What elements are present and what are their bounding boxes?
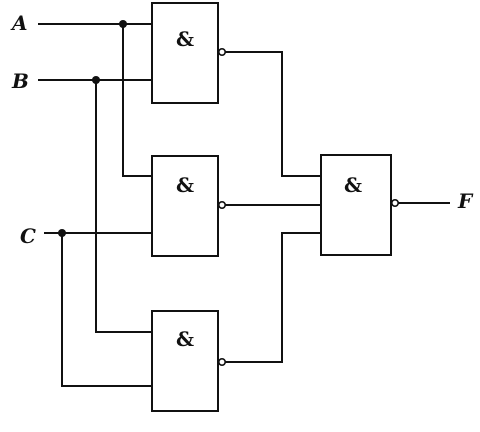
input-label-b: B: [11, 69, 29, 93]
wire-c-to-gate3: [61, 233, 152, 387]
junction-dot-b: [92, 76, 100, 84]
input-label-a: A: [10, 11, 28, 35]
junction-dot-c: [58, 229, 66, 237]
wire-a-to-gate2: [122, 24, 152, 177]
gate-1-symbol: &: [176, 27, 194, 51]
gate-2-symbol: &: [176, 173, 194, 197]
wire-gate3-to-gate4: [225, 232, 321, 363]
gate-3-inversion-bubble: [218, 357, 227, 366]
nand-gate-1: [151, 2, 219, 104]
wire-b-to-gate3: [95, 80, 152, 333]
nand-gate-4: [320, 154, 392, 256]
gate-2-inversion-bubble: [218, 201, 227, 210]
nand-gate-2: [151, 155, 219, 257]
gate-1-inversion-bubble: [218, 47, 227, 56]
wire-gate1-to-gate4: [225, 51, 321, 177]
gate-4-inversion-bubble: [390, 199, 399, 208]
gate-4-symbol: &: [344, 173, 362, 197]
junction-dot-a: [119, 20, 127, 28]
nand-gate-3: [151, 310, 219, 412]
gate-3-symbol: &: [176, 327, 194, 351]
input-label-c: C: [20, 224, 36, 248]
output-label-f: F: [457, 189, 474, 213]
